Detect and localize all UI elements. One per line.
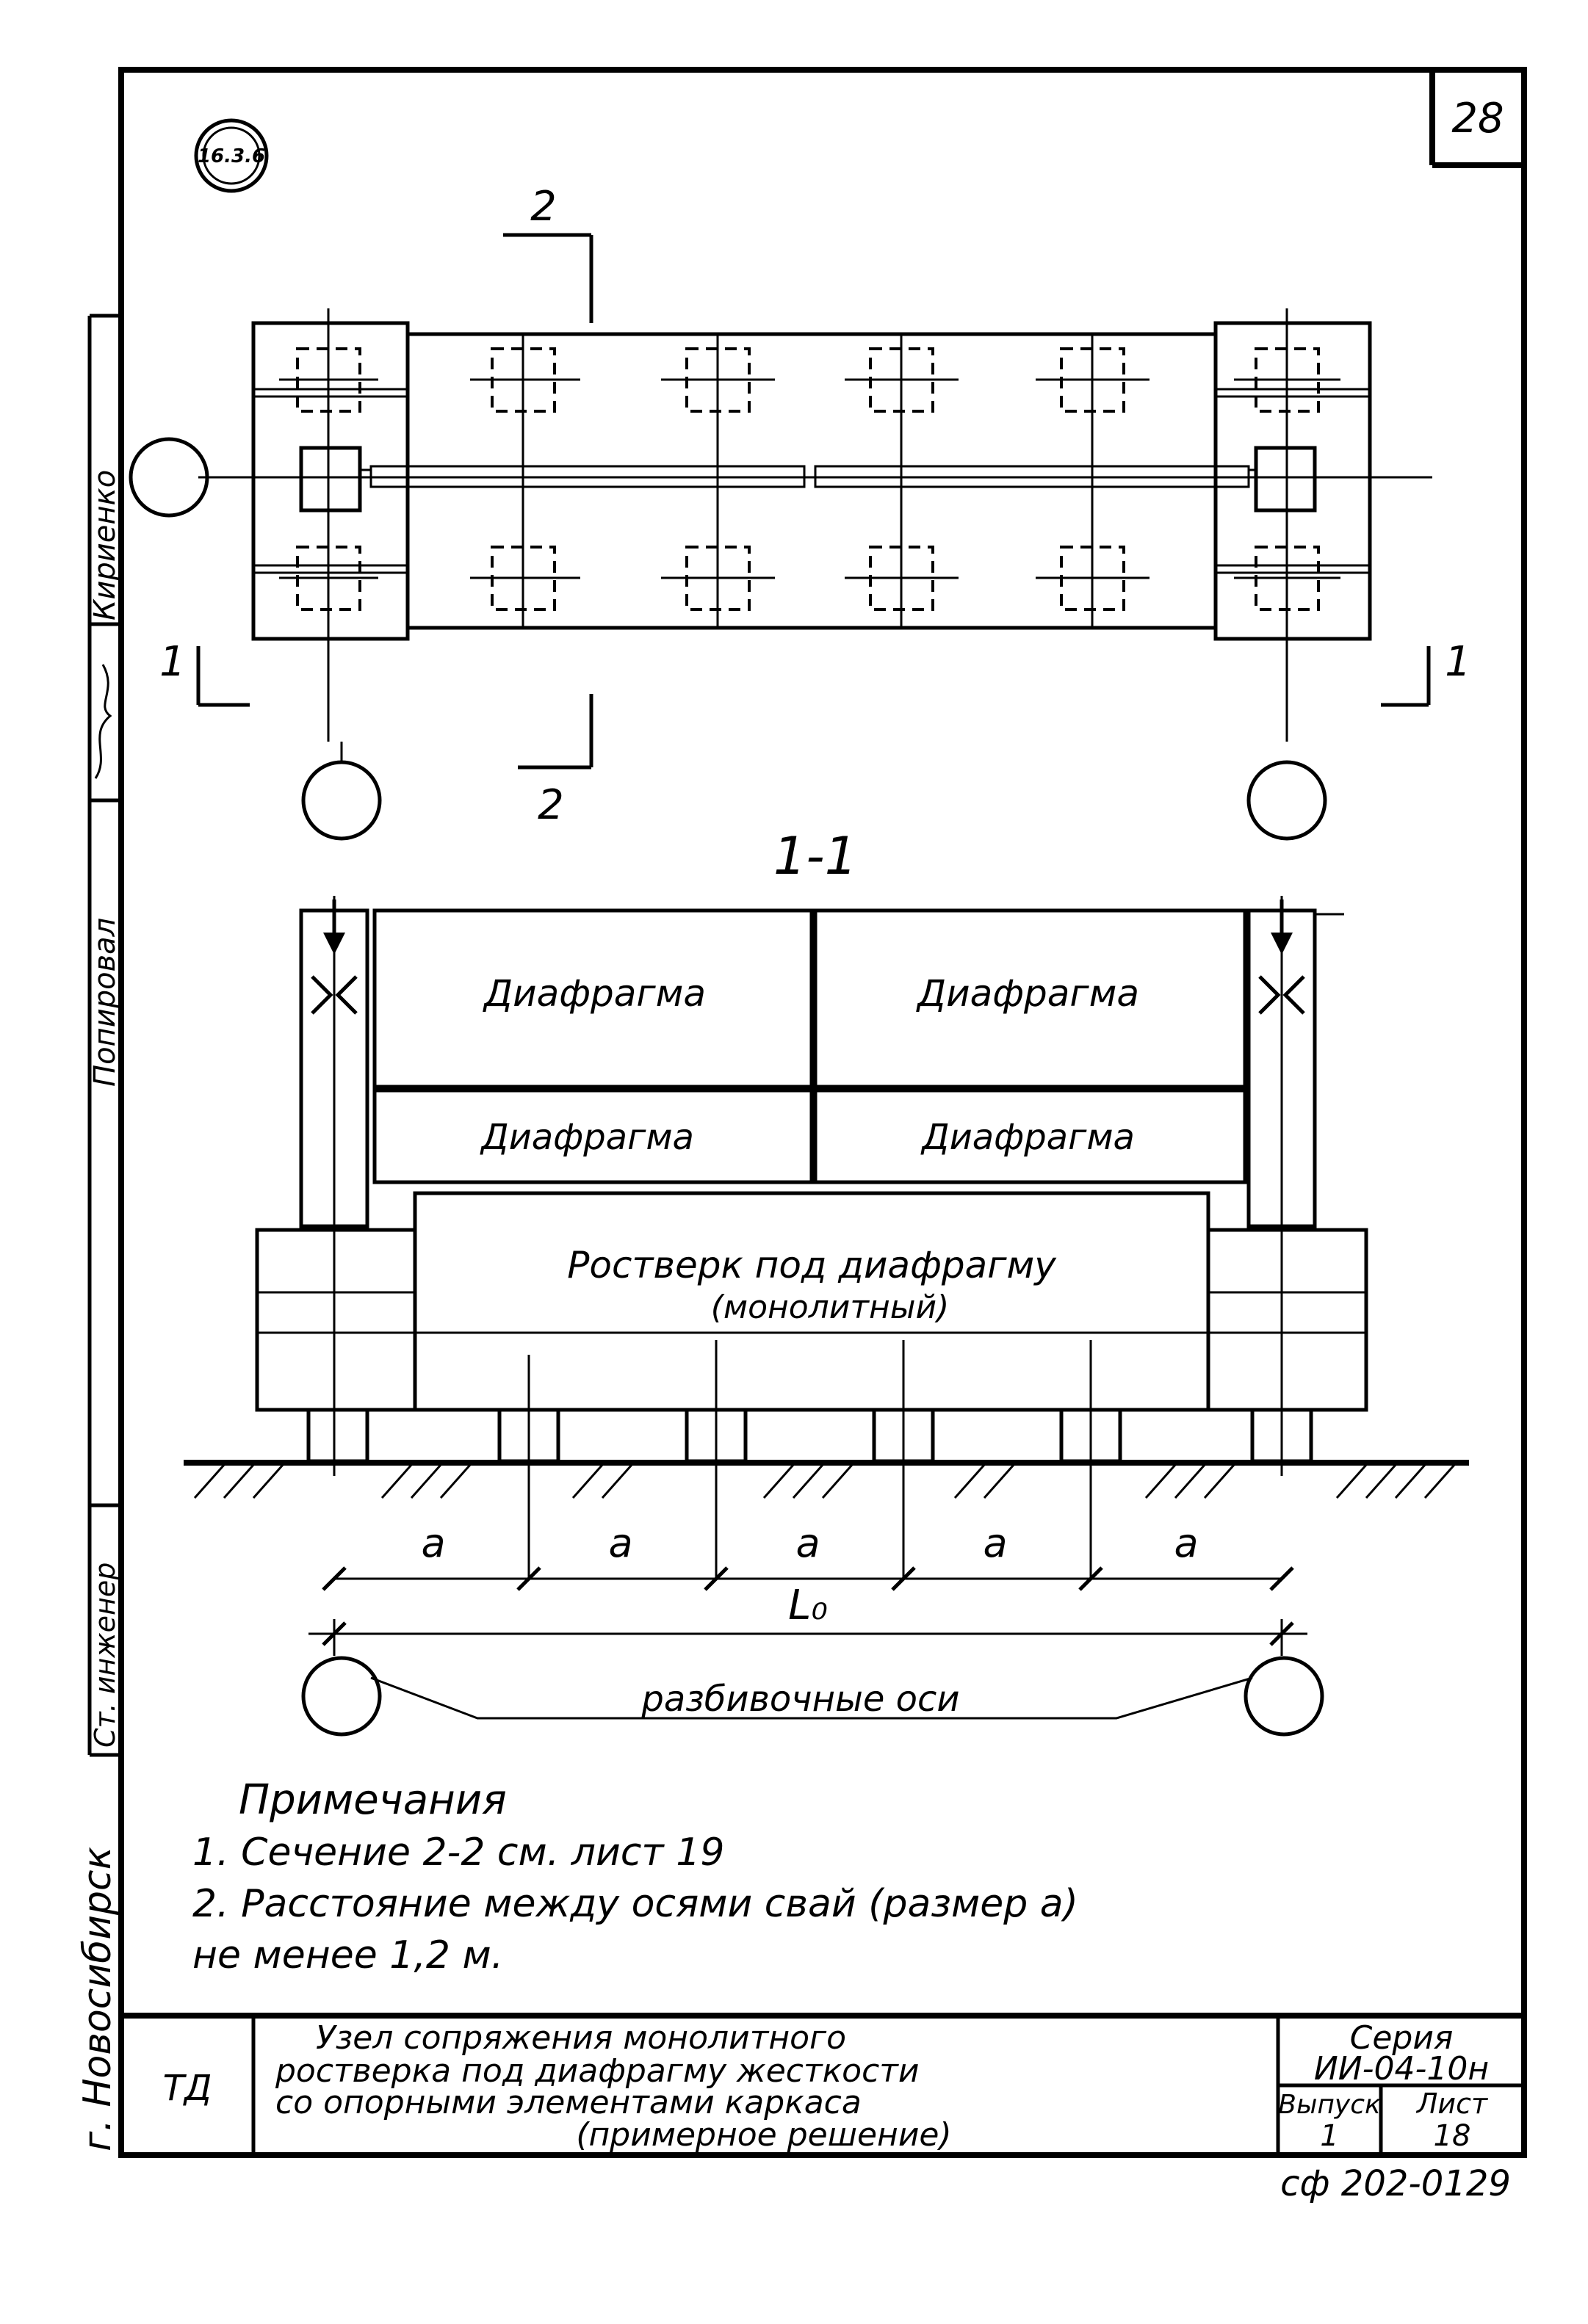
sheet-number: 28 [1451,95,1504,142]
plan-view [129,233,1432,841]
title-line-1: Узел сопряжения монолитного [316,2019,846,2057]
title-dept: ТД [163,2068,212,2109]
note-3: не менее 1,2 м. [192,1933,503,1977]
dim-a-4: a [983,1520,1007,1566]
cut-2-bottom-label: 2 [538,781,564,829]
dim-total: L₀ [788,1582,828,1629]
issue-label: Выпуск [1278,2090,1381,2120]
stamp-text: 16.3.6 [198,145,265,167]
notes-heading: Примечания [239,1776,507,1824]
sheet-value: 18 [1434,2119,1471,2153]
series-label: Серия [1350,2019,1454,2057]
signature-mark [94,664,112,779]
sheet-label: Лист [1415,2088,1489,2120]
dim-a-1: a [421,1520,445,1566]
side-name-3: Ст. инженер [89,1563,121,1748]
title-line-2: ростверка под диафрагму жесткости [275,2052,920,2090]
note-1: 1. Сечение 2-2 см. лист 19 [192,1831,724,1875]
diaphragm-label-3: Диафрагма [480,1117,694,1158]
dim-a-2: a [608,1520,632,1566]
doc-code: сф 202-0129 [1280,2163,1511,2204]
cut-1-left-label: 1 [159,638,186,686]
axes-label: разбивочные оси [640,1679,959,1720]
stamp-circle [194,118,269,193]
side-name-2: Попировал [88,918,122,1087]
section-view [184,896,1469,1737]
note-2: 2. Расстояние между осями свай (размер а… [192,1882,1078,1926]
title-line-3: со опорными элементами каркаса [275,2084,862,2121]
side-strip [87,314,123,1757]
title-line-4: (примерное решение) [576,2116,951,2154]
title-block [121,2013,1524,2155]
series-value: ИИ-04-10н [1314,2050,1489,2088]
city-label: г. Новосибирск [76,1846,120,2151]
diaphragm-label-4: Диафрагма [920,1117,1135,1158]
dim-a-5: a [1174,1520,1198,1566]
cut-2-top-label: 2 [530,183,557,231]
grillage-sublabel: (монолитный) [711,1289,950,1326]
cut-1-right-label: 1 [1445,638,1471,686]
diaphragm-label-1: Диафрагма [483,972,706,1015]
issue-value: 1 [1320,2119,1338,2153]
section-title: 1-1 [773,826,857,886]
dim-a-3: a [795,1520,820,1566]
grillage-label: Ростверк под диафрагму [567,1244,1057,1286]
diaphragm-label-2: Диафрагма [916,972,1139,1015]
side-name-1: Кириенко [88,470,122,620]
